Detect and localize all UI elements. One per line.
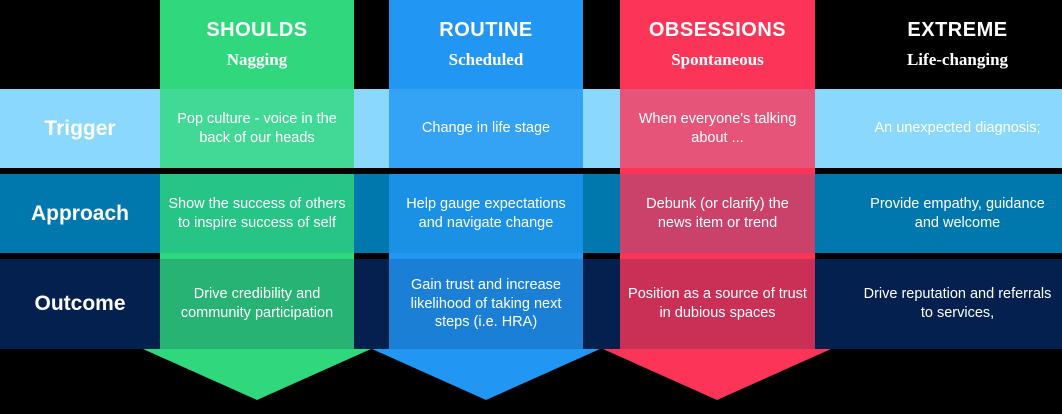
row-gap-2-col1 bbox=[389, 253, 583, 259]
column-header-extreme[interactable]: EXTREME Life-changing bbox=[853, 0, 1062, 89]
column-subtitle-extreme: Life-changing bbox=[906, 50, 1009, 69]
cell-approach-routine: Help gauge expectations and navigate cha… bbox=[406, 195, 566, 231]
cell-outcome-shoulds: Drive credibility and community particip… bbox=[180, 286, 334, 321]
row-gap-1-col2 bbox=[620, 168, 815, 174]
arrow-routine bbox=[372, 349, 600, 400]
cell-trigger-extreme: An unexpected diagnosis; bbox=[874, 120, 1041, 137]
row-gap-2-col2 bbox=[620, 253, 815, 259]
column-subtitle-routine: Scheduled bbox=[448, 50, 524, 69]
cell-outcome-extreme: Drive reputation and referrals to servic… bbox=[863, 286, 1052, 321]
cell-approach-extreme: Provide empathy, guidance and welcome bbox=[870, 195, 1045, 231]
column-title-extreme: EXTREME bbox=[907, 19, 1008, 41]
cell-trigger-shoulds: Pop culture - voice in the back of our h… bbox=[177, 110, 337, 146]
row-label-approach: Approach bbox=[30, 201, 129, 225]
column-header-routine[interactable]: ROUTINE Scheduled bbox=[389, 0, 583, 89]
cell-outcome-routine: Gain trust and increase likelihood of ta… bbox=[410, 277, 562, 331]
column-subtitle-shoulds: Nagging bbox=[226, 50, 288, 69]
row-gap-2-col0 bbox=[160, 253, 354, 259]
row-label-outcome: Outcome bbox=[34, 292, 126, 315]
cell-trigger-routine: Change in life stage bbox=[421, 120, 551, 137]
column-subtitle-obsessions: Spontaneous bbox=[671, 50, 764, 69]
cell-approach-obsessions: Debunk (or clarify) the news item or tre… bbox=[646, 195, 789, 231]
column-title-routine: ROUTINE bbox=[439, 19, 533, 41]
column-title-shoulds: SHOULDS bbox=[206, 19, 308, 41]
column-header-bg-routine bbox=[389, 0, 583, 89]
arrow-shoulds bbox=[143, 349, 371, 400]
column-header-obsessions[interactable]: OBSESSIONS Spontaneous bbox=[620, 0, 815, 89]
column-title-obsessions: OBSESSIONS bbox=[648, 19, 787, 41]
column-header-bg-shoulds bbox=[160, 0, 354, 89]
column-header-shoulds[interactable]: SHOULDS Nagging bbox=[160, 0, 354, 89]
row-label-trigger: Trigger bbox=[44, 116, 116, 140]
column-header-bg-obsessions bbox=[620, 0, 815, 89]
cell-approach-shoulds: Show the success of others to inspire su… bbox=[168, 195, 346, 231]
cell-trigger-obsessions: When everyone's talking about ... bbox=[638, 110, 797, 146]
arrow-obsessions bbox=[603, 349, 831, 400]
row-gap-1-col1 bbox=[389, 168, 583, 174]
cell-outcome-obsessions: Position as a source of trust in dubious… bbox=[628, 286, 807, 321]
row-gap-1-col0 bbox=[160, 168, 354, 174]
